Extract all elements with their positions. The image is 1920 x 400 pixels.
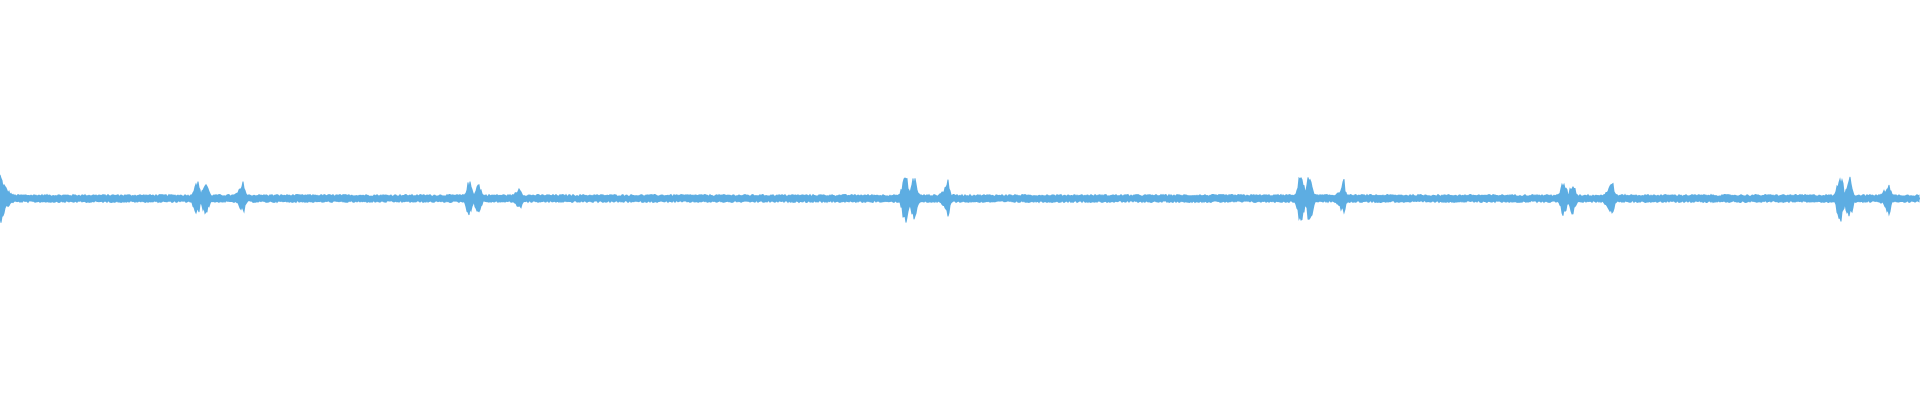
waveform-bursts [0, 197, 1920, 200]
